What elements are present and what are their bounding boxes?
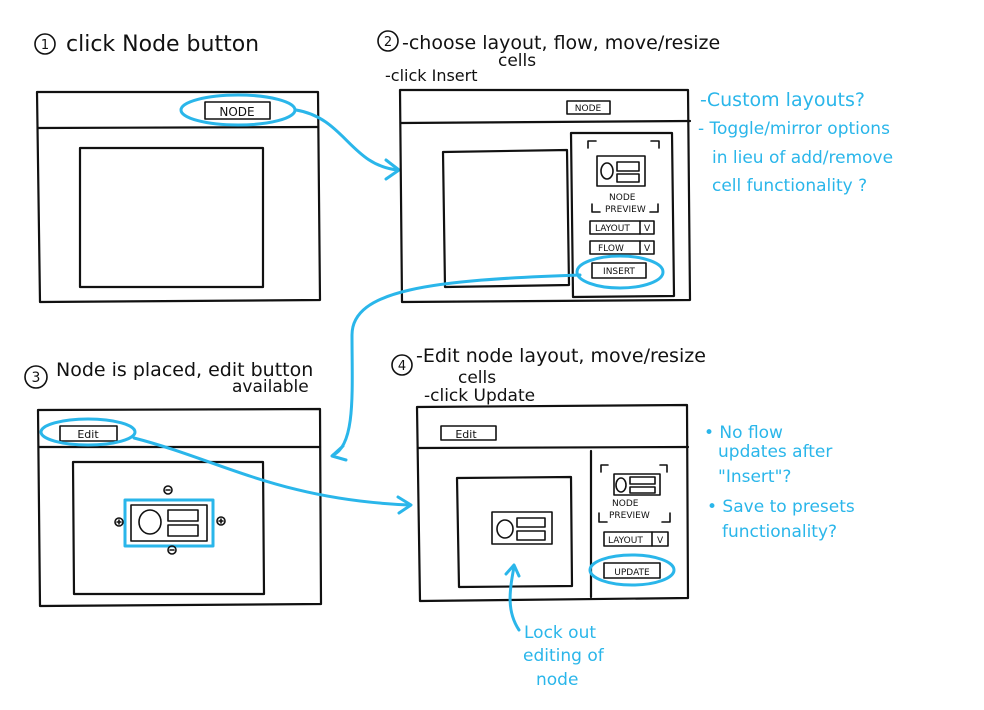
note-right-line4: • Save to presets bbox=[707, 497, 855, 517]
step-1-node-button[interactable]: NODE bbox=[204, 101, 271, 120]
step-4-layout-select[interactable]: LAYOUT V bbox=[603, 531, 669, 547]
node-button-label: NODE bbox=[219, 105, 254, 119]
step-4-title-line2: cells bbox=[458, 368, 496, 388]
step-2-layout-select-arrow: V bbox=[644, 224, 651, 234]
step-2-insert-button-label: INSERT bbox=[603, 267, 635, 277]
step-2-window bbox=[398, 88, 692, 304]
step-3-title-line1: Node is placed, edit button bbox=[56, 359, 313, 381]
step-3-window bbox=[36, 407, 323, 608]
resize-handle-bottom[interactable] bbox=[167, 545, 177, 555]
notes-custom-layouts: -Custom layouts? - Toggle/mirror options… bbox=[698, 89, 893, 196]
step-1: 1 click Node button NODE bbox=[34, 32, 322, 304]
resize-handle-left[interactable] bbox=[114, 517, 124, 527]
step-4: 4 -Edit node layout, move/resize cells -… bbox=[391, 345, 706, 632]
step-1-title: click Node button bbox=[66, 32, 259, 57]
arrow-step3-to-step4 bbox=[132, 436, 413, 515]
arrow-step1-to-step2 bbox=[294, 108, 401, 181]
note-top-line3: in lieu of add/remove bbox=[712, 148, 893, 168]
step-3-number-circle bbox=[24, 365, 48, 389]
step-2-flow-select[interactable]: FLOW V bbox=[589, 240, 655, 255]
step-4-window bbox=[415, 403, 690, 603]
notes-lock-out: Lock out editing of node bbox=[523, 623, 605, 690]
note-bottom-line3: node bbox=[536, 670, 578, 690]
step-2-preview-label-1: NODE bbox=[609, 193, 636, 203]
step-4-title-line3: -click Update bbox=[424, 386, 535, 406]
step-2-side-panel: NODE PREVIEW LAYOUT V FLOW V INSERT bbox=[569, 131, 676, 299]
arrow-lock-out bbox=[504, 563, 521, 632]
step-2-title-line2: cells bbox=[498, 51, 536, 71]
note-bottom-line1: Lock out bbox=[524, 623, 596, 643]
edit-button-highlight bbox=[39, 417, 137, 447]
step-2-layout-select-label: LAYOUT bbox=[595, 224, 630, 234]
step-4-layout-select-label: LAYOUT bbox=[608, 536, 643, 546]
step-4-number-circle bbox=[391, 354, 413, 376]
step-2-number: 2 bbox=[384, 35, 392, 50]
step-4-node bbox=[491, 511, 553, 545]
step-4-title-line1: -Edit node layout, move/resize bbox=[416, 345, 706, 367]
note-right-line3: "Insert"? bbox=[718, 467, 791, 487]
step-2-preview-label-2: PREVIEW bbox=[605, 205, 646, 215]
step-4-update-button[interactable]: UPDATE bbox=[603, 562, 661, 579]
step-4-edit-button-label: Edit bbox=[455, 428, 477, 441]
step-2: 2 -choose layout, flow, move/resize cell… bbox=[377, 30, 720, 304]
step-2-node-button-label: NODE bbox=[575, 104, 602, 114]
step-3-title-line2: available bbox=[232, 377, 309, 397]
step-3-placed-node[interactable] bbox=[114, 485, 226, 555]
step-2-node-button[interactable]: NODE bbox=[566, 100, 611, 115]
note-right-line5: functionality? bbox=[722, 522, 837, 542]
step-2-flow-select-arrow: V bbox=[644, 244, 651, 254]
resize-handle-top[interactable] bbox=[163, 485, 173, 495]
step-4-layout-select-arrow: V bbox=[657, 536, 664, 546]
note-top-line2: - Toggle/mirror options bbox=[698, 119, 890, 139]
step-4-update-button-label: UPDATE bbox=[614, 568, 650, 578]
step-2-insert-button[interactable]: INSERT bbox=[591, 262, 647, 279]
resize-handle-right[interactable] bbox=[216, 516, 226, 526]
step-3-edit-button[interactable]: Edit bbox=[59, 425, 118, 442]
step-4-number: 4 bbox=[398, 359, 406, 374]
step-1-number: 1 bbox=[41, 38, 49, 53]
step-4-side-panel: NODE PREVIEW LAYOUT V UPDATE bbox=[588, 449, 676, 599]
insert-button-highlight bbox=[575, 254, 665, 290]
note-top-line1: -Custom layouts? bbox=[700, 89, 865, 111]
step-1-window bbox=[35, 90, 322, 304]
note-right-line1: • No flow bbox=[704, 423, 783, 443]
note-bottom-line2: editing of bbox=[523, 646, 605, 666]
step-2-number-circle bbox=[377, 30, 399, 52]
step-3-edit-button-label: Edit bbox=[77, 428, 99, 441]
step-2-layout-select[interactable]: LAYOUT V bbox=[589, 220, 655, 235]
step-2-title-line3: -click Insert bbox=[385, 66, 478, 85]
step-4-preview-label-1: NODE bbox=[612, 499, 639, 509]
step-3-number: 3 bbox=[32, 370, 41, 386]
step-4-preview-label-2: PREVIEW bbox=[609, 511, 650, 521]
step-4-edit-button[interactable]: Edit bbox=[440, 425, 497, 441]
step-2-title-line1: -choose layout, flow, move/resize bbox=[402, 32, 720, 54]
notes-no-flow-updates: • No flow updates after "Insert"? • Save… bbox=[704, 423, 855, 542]
note-right-line2: updates after bbox=[718, 442, 832, 462]
arrow-step2-to-step3 bbox=[330, 273, 582, 462]
step-1-number-circle bbox=[34, 33, 56, 55]
step-4-node-preview bbox=[613, 473, 661, 496]
step-2-node-preview bbox=[596, 155, 646, 187]
step-2-flow-select-label: FLOW bbox=[598, 244, 624, 254]
step-3: 3 Node is placed, edit button available … bbox=[24, 359, 323, 608]
update-button-highlight bbox=[588, 553, 676, 587]
note-top-line4: cell functionality ? bbox=[712, 176, 867, 196]
